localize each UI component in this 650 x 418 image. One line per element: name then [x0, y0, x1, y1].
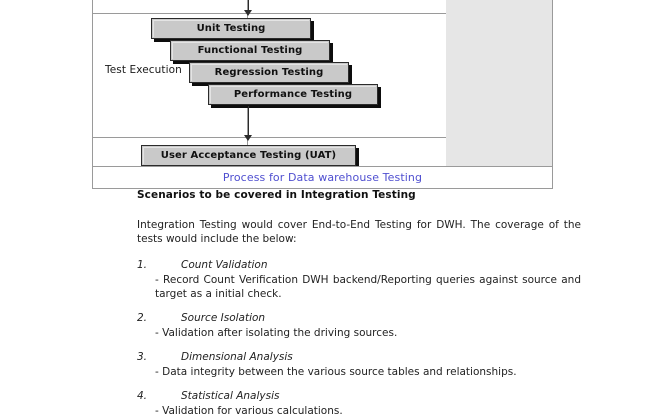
process-box-unit-testing: Unit Testing: [151, 18, 311, 39]
list-item-head: 2. Source Isolation: [137, 311, 581, 325]
list-item-head: 4. Statistical Analysis: [137, 389, 581, 403]
process-box-label: User Acceptance Testing (UAT): [160, 150, 337, 161]
list-item-title: Count Validation: [181, 259, 268, 271]
arrow-head-to-uat: [244, 135, 252, 141]
arrow-line-to-uat: [248, 106, 249, 137]
process-box-label: Regression Testing: [214, 67, 324, 78]
list-item-head: 1. Count Validation: [137, 258, 581, 272]
section-heading: Scenarios to be covered in Integration T…: [137, 189, 416, 201]
list-item-description: - Validation for various calculations.: [155, 405, 343, 417]
list-item-number: 1.: [137, 259, 148, 271]
list-item-title: Statistical Analysis: [181, 390, 280, 402]
list-item: 2. Source Isolation - Validation after is…: [137, 311, 581, 340]
process-box-label: Unit Testing: [196, 23, 266, 34]
list-item-number: 3.: [137, 351, 148, 363]
list-item-number: 4.: [137, 390, 148, 402]
list-item-head: 3. Dimensional Analysis: [137, 350, 581, 364]
list-item-number: 2.: [137, 312, 148, 324]
list-item: 1. Count Validation - Record Count Verifi…: [137, 258, 581, 301]
figure-caption-bar: Process for Data warehouse Testing: [93, 166, 552, 188]
arrow-line-to-unit-testing: [248, 0, 249, 12]
list-item-description: - Record Count Verification DWH backend/…: [155, 274, 581, 300]
process-diagram: Test Execution Unit Testing Functional T…: [92, 0, 553, 189]
list-item: 4. Statistical Analysis - Validation for …: [137, 389, 581, 418]
list-item-description: - Data integrity between the various sou…: [155, 366, 517, 378]
process-box-user-acceptance-testing: User Acceptance Testing (UAT): [141, 145, 356, 166]
figure-caption: Process for Data warehouse Testing: [222, 171, 423, 184]
process-box-functional-testing: Functional Testing: [170, 40, 330, 61]
list-item: 3. Dimensional Analysis - Data integrity …: [137, 350, 581, 379]
list-item-title: Source Isolation: [181, 312, 266, 324]
arrow-head-to-unit-testing: [244, 10, 252, 16]
process-box-label: Performance Testing: [233, 89, 353, 100]
lane-label-test-execution: Test Execution: [105, 64, 182, 76]
intro-paragraph: Integration Testing would cover End-to-E…: [137, 219, 581, 245]
process-box-label: Functional Testing: [197, 45, 303, 56]
list-item-description: - Validation after isolating the driving…: [155, 327, 398, 339]
lane-top: [93, 0, 446, 14]
process-box-regression-testing: Regression Testing: [189, 62, 349, 83]
process-box-performance-testing: Performance Testing: [208, 84, 378, 105]
list-item-title: Dimensional Analysis: [181, 351, 293, 363]
